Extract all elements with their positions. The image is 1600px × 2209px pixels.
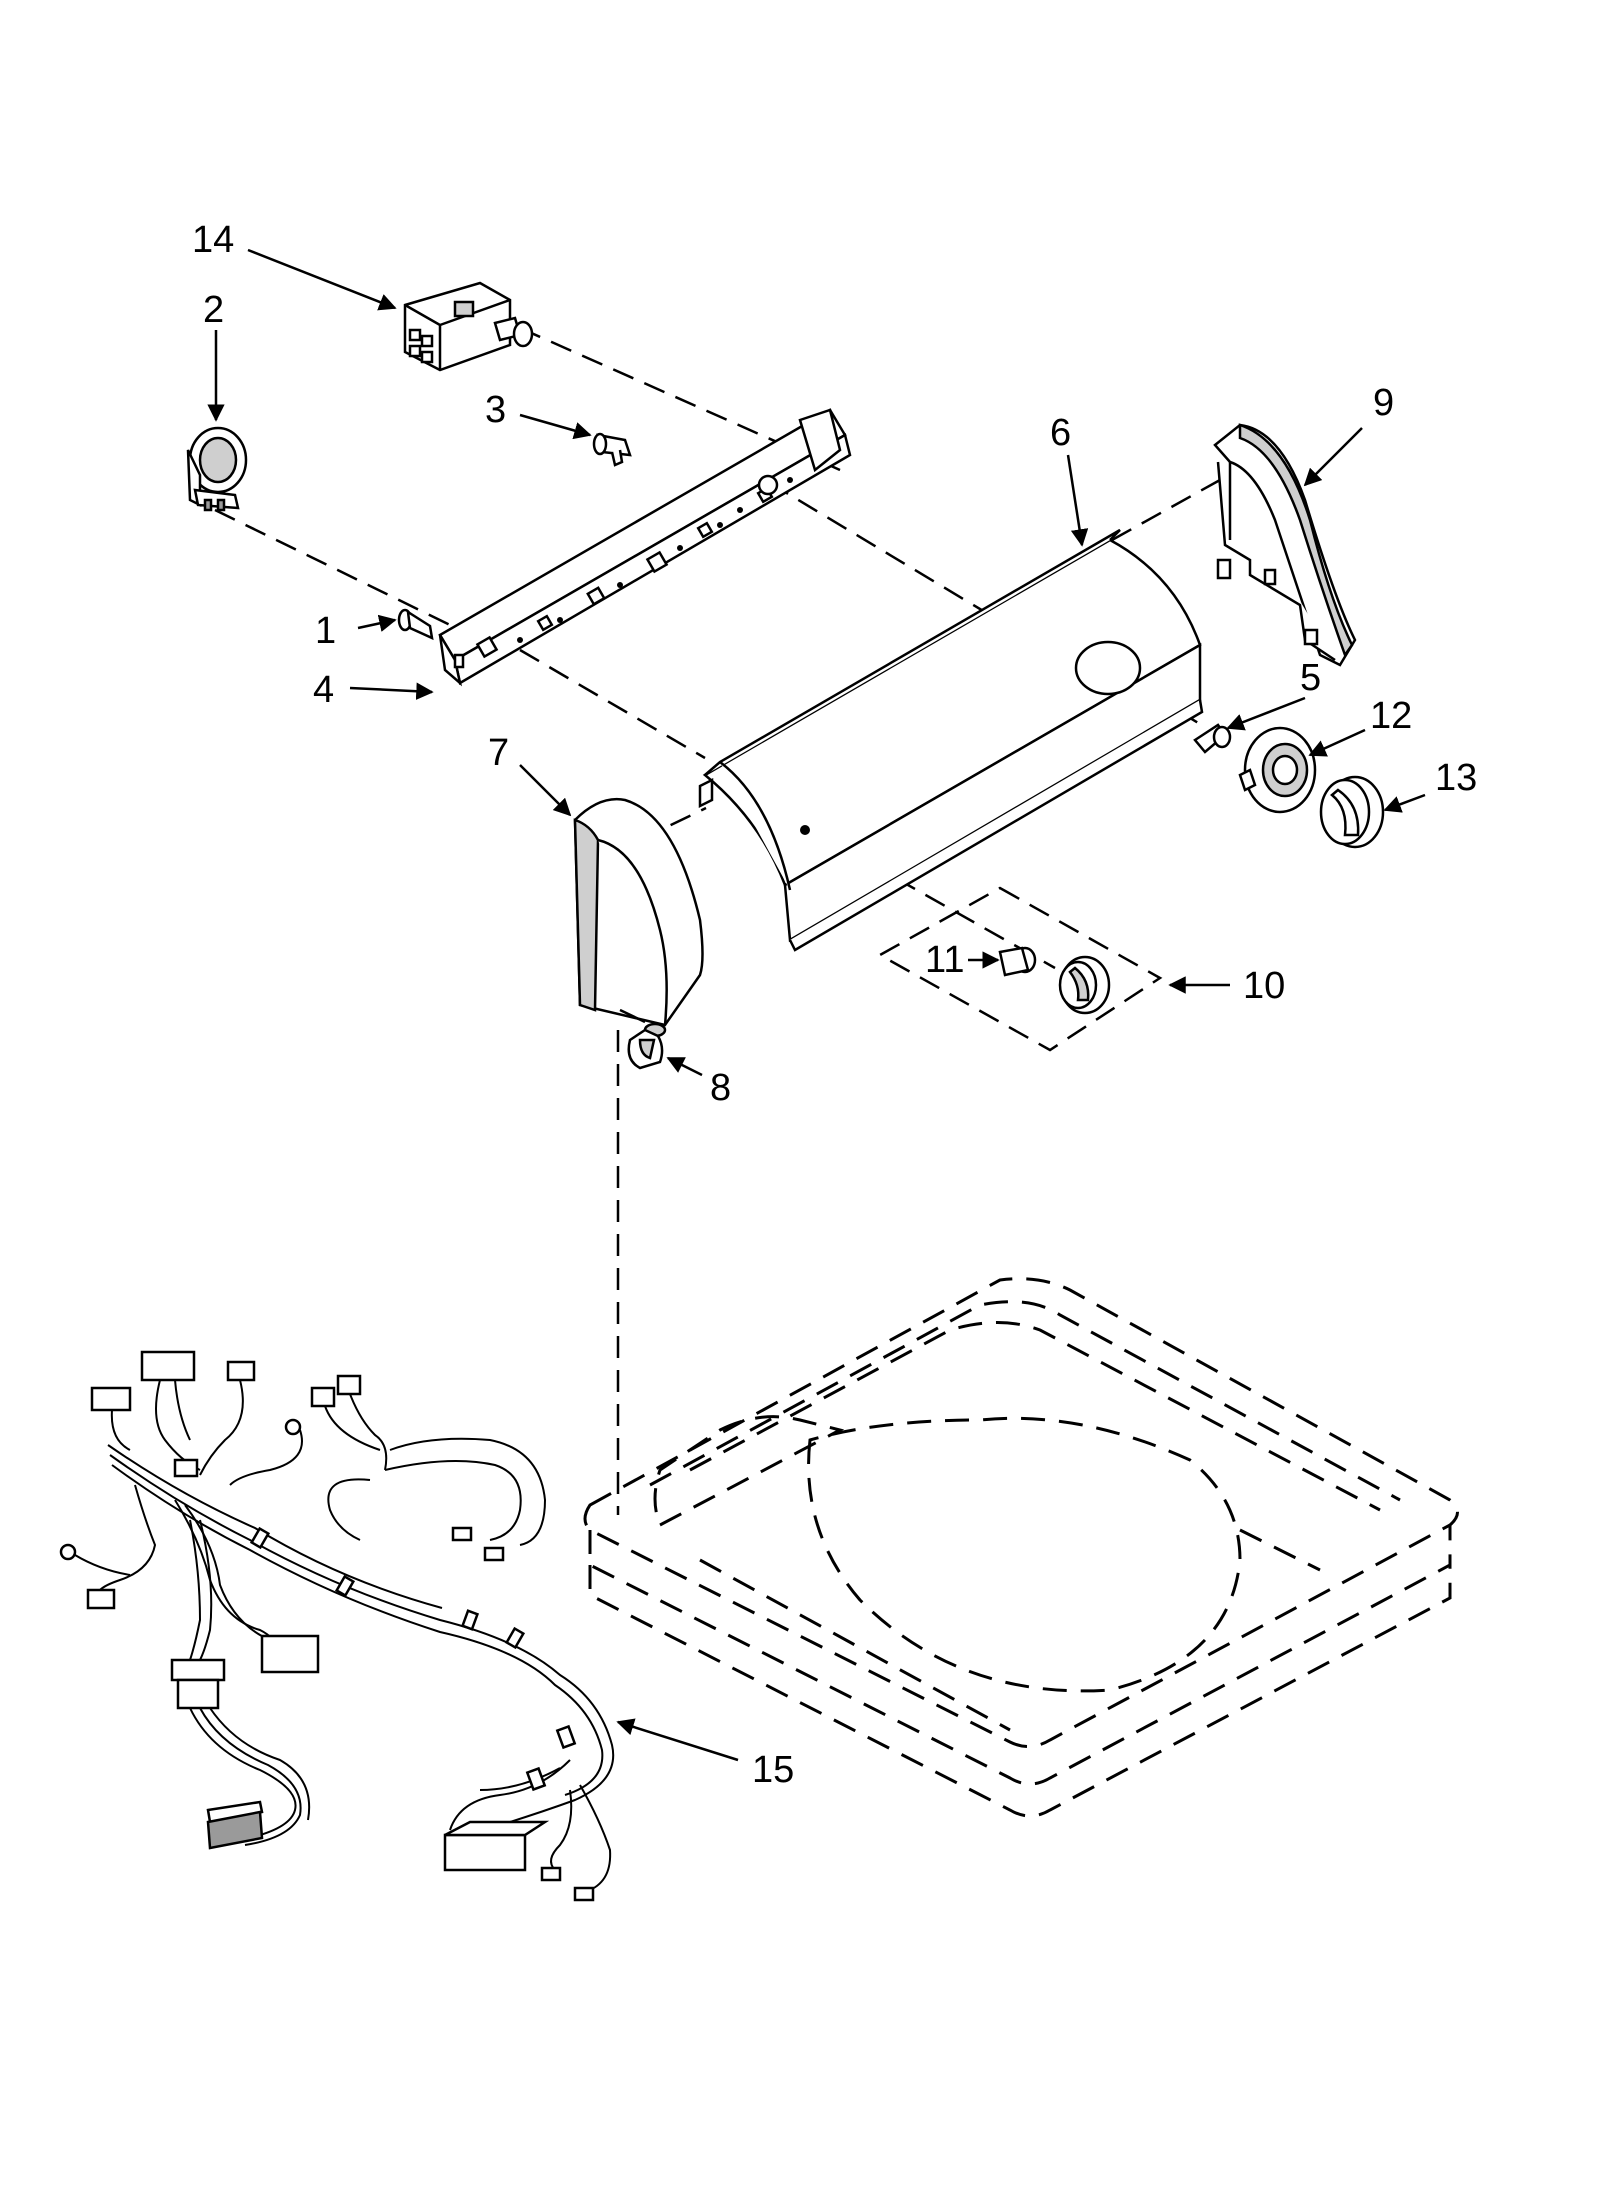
callout-4: 4 [313, 669, 334, 711]
harness-terminal-3 [540, 1866, 562, 1882]
part-14-timer-switch [403, 281, 534, 372]
part-4-control-bracket [438, 408, 852, 687]
part-6-console [698, 528, 1204, 952]
callout-9: 9 [1373, 382, 1394, 424]
leader-7 [519, 764, 572, 817]
harness-connector-i [170, 1658, 226, 1682]
harness-ground-ring-left [59, 1543, 77, 1561]
guide-line-console-to-endcap [1111, 478, 1221, 542]
harness-connector-d [310, 1386, 336, 1408]
leader-8 [666, 1056, 703, 1077]
part-10-kit-knob [1058, 955, 1111, 1015]
part-3-screw [592, 432, 632, 467]
leader-15 [616, 1718, 739, 1762]
callout-14: 14 [192, 219, 234, 261]
kit-10-boundary [877, 886, 1163, 1052]
harness-connector-k [206, 1800, 264, 1824]
leader-9 [1303, 427, 1363, 487]
leader-6 [1066, 454, 1089, 547]
leader-3 [519, 413, 592, 440]
harness-terminal-1 [451, 1526, 473, 1542]
harness-ground-ring-top [284, 1418, 302, 1436]
harness-connector-j [176, 1678, 220, 1710]
leader-5 [1226, 696, 1306, 731]
harness-connector-a [90, 1386, 132, 1412]
callout-1: 1 [315, 610, 336, 652]
callout-13: 13 [1435, 757, 1477, 799]
part-11-button [998, 946, 1037, 977]
harness-connector-e [336, 1374, 362, 1396]
part-15-wire-harness [59, 1350, 615, 1902]
part-8-clip [627, 1028, 664, 1070]
callout-3: 3 [485, 389, 506, 431]
callout-11: 11 [925, 939, 964, 981]
leader-13 [1383, 793, 1426, 813]
callout-5: 5 [1300, 657, 1321, 699]
part-12-knob-bezel [1238, 726, 1317, 814]
part-7-left-endcap [573, 797, 704, 1038]
callout-labels: 14 2 3 1 4 6 9 5 12 13 7 8 11 10 15 [192, 219, 1477, 1791]
part-1-screw [397, 608, 434, 641]
callout-10: 10 [1243, 965, 1285, 1007]
leader-12 [1308, 728, 1366, 757]
leader-1 [357, 614, 397, 632]
callout-15: 15 [752, 1749, 794, 1791]
callout-7: 7 [488, 732, 509, 774]
harness-connector-b [140, 1350, 196, 1382]
leader-14 [247, 248, 397, 311]
part-5-screw [1193, 723, 1232, 754]
leader-arrows [207, 248, 1426, 1762]
callout-8: 8 [710, 1067, 731, 1109]
harness-block-connector [443, 1833, 527, 1872]
part-2-pressure-switch [186, 426, 248, 512]
harness-connector-c [226, 1360, 256, 1382]
callout-6: 6 [1050, 412, 1071, 454]
guide-line-2-to-bracket [214, 508, 451, 627]
harness-terminal-2 [483, 1546, 505, 1562]
guide-line-bracket-to-console-lower [519, 648, 706, 760]
part-13-knob [1319, 775, 1385, 849]
callout-12: 12 [1370, 695, 1412, 737]
harness-connector-f [173, 1458, 199, 1478]
harness-connector-h [260, 1634, 320, 1674]
leader-4 [349, 682, 434, 700]
callout-2: 2 [203, 289, 224, 331]
harness-terminal-4 [573, 1886, 595, 1902]
harness-connector-g [86, 1588, 116, 1610]
part-9-right-endcap [1213, 423, 1357, 667]
cabinet-top-phantom [583, 1277, 1459, 1818]
